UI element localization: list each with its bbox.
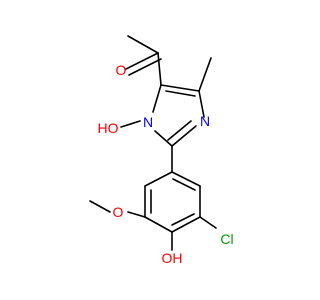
bond-carbonyl-oxygen-a [125,52,159,70]
bond-carbonyl-oxygen-b [128,58,162,76]
bond-benzene-1 [171,171,201,187]
chlorine-label: Cl [220,231,233,247]
bond-carbonyl-ring [157,52,162,86]
background [0,0,300,300]
phenol-label: OH [162,250,183,266]
molecule-structure: O HO N N O Cl OH [0,0,300,300]
bond-c2-n1 [154,130,173,147]
bond-c5-c4-double-a [160,84,200,92]
bond-aryl-chlorine [199,216,217,229]
n1-label: N [143,114,153,130]
bond-benzene-4 [144,216,173,233]
methoxy-oxygen-label: O [113,204,124,220]
bond-c5-c4-double-b [165,90,196,97]
bond-methoxy-oxygen-methyl [89,200,111,213]
bond-benzene-3 [171,216,201,233]
bond-aryl-methoxy-oxygen [127,211,146,218]
bond-benzene-1-inner [172,178,196,191]
bond-c4-methyl [198,57,212,92]
n3-label: N [200,113,210,129]
bond-c5-n1 [152,84,162,113]
bond-methyl-carbonyl [127,35,159,54]
bond-n3-c2-double-a [171,125,197,147]
bonds [89,35,217,251]
bond-n1-hydroxy [120,120,141,128]
carbonyl-oxygen-label: O [116,62,127,78]
bond-c4-n3 [198,90,205,118]
bond-n3-c2-double-b [167,120,192,141]
bond-benzene-6 [144,171,173,187]
bond-benzene-3-inner [171,213,195,226]
n-hydroxy-label: HO [98,120,119,136]
atom-labels: O HO N N O Cl OH [98,62,234,266]
